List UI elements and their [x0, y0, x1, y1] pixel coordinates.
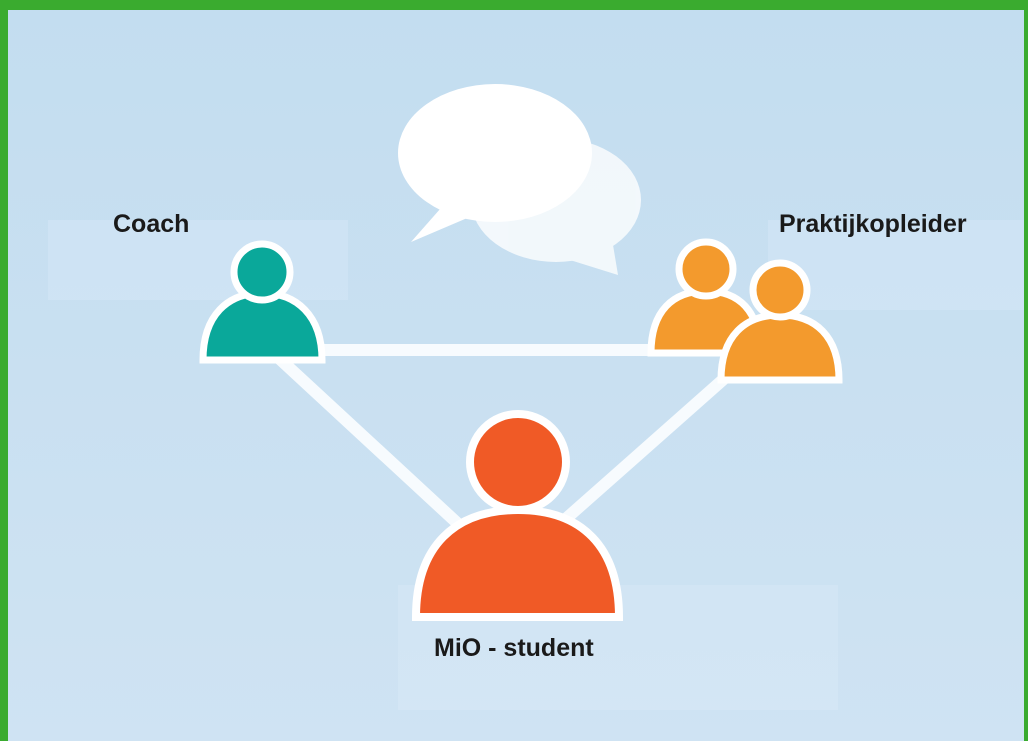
praktijkopleider-label: Praktijkopleider: [779, 210, 967, 238]
background-patch: [768, 220, 1024, 310]
praktijkopleider-front-person: [717, 259, 843, 384]
coach-person-icon: [199, 240, 326, 364]
speech-bubbles-icon: [398, 84, 641, 275]
background-patch: [48, 220, 348, 300]
student-person-icon: [411, 410, 624, 621]
coach-label: Coach: [113, 210, 190, 238]
relationship-diagram: [199, 84, 843, 621]
praktijkopleider-person-icon: [647, 238, 843, 384]
student-label: MiO - student: [434, 634, 594, 662]
diagram-canvas: Coach Praktijkopleider MiO - student: [8, 10, 1024, 741]
front-speech-bubble: [398, 84, 592, 242]
